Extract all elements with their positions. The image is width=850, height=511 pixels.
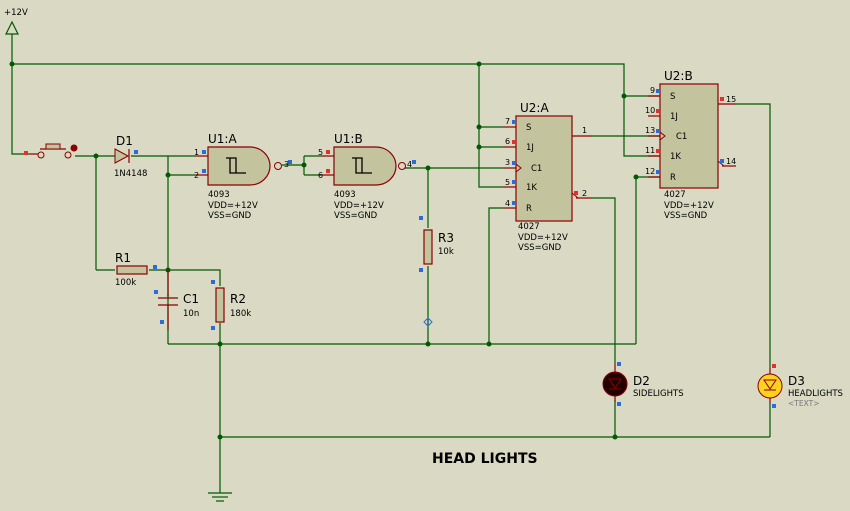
r3-value: 10k (438, 247, 454, 257)
d3-ref: D3 (788, 374, 805, 388)
d1-ref: D1 (116, 134, 133, 148)
u2a-ref: U2:A (520, 101, 549, 115)
u2b-part: 4027 (664, 190, 686, 200)
u1b-ref: U1:B (334, 132, 363, 146)
d3-extra: <TEXT> (788, 399, 819, 408)
u2a-vdd: VDD=+12V (518, 233, 568, 243)
u2b-ref: U2:B (664, 69, 693, 83)
power-label: +12V (4, 8, 28, 18)
capacitor-c1[interactable]: C1 10n (154, 270, 199, 330)
u1b-pin4: 4 (407, 160, 412, 169)
resistor-r3[interactable]: R3 10k (419, 216, 454, 327)
u2b-pin14: 14 (726, 157, 736, 166)
u1b-pin6: 6 (318, 171, 323, 180)
schmitt-nand-u1b[interactable]: 5 6 4 U1:B 4093 VDD=+12V VSS=GND (318, 132, 416, 221)
u2a-pin-c1: C1 (531, 164, 542, 174)
u2a-pin5: 5 (505, 178, 510, 187)
u2a-part: 4027 (518, 222, 540, 232)
jk-flipflop-u2b[interactable]: S 1J C1 1K R 9 10 13 11 12 15 14 U2:B 40… (645, 69, 736, 221)
u2a-pin3: 3 (505, 158, 510, 167)
r2-value: 180k (230, 309, 251, 319)
u2b-vss: VSS=GND (664, 211, 708, 221)
u2a-pin-r: R (526, 204, 532, 214)
u2b-pin15: 15 (726, 95, 736, 104)
u2a-pin2: 2 (582, 189, 587, 198)
u2a-pin4: 4 (505, 199, 510, 208)
d2-value: SIDELIGHTS (633, 389, 684, 399)
d3-value: HEADLIGHTS (788, 389, 843, 399)
u1a-ref: U1:A (208, 132, 237, 146)
resistor-r2[interactable]: R2 180k (211, 280, 251, 330)
u1a-part: 4093 (208, 190, 230, 200)
u2a-pin6: 6 (505, 137, 510, 146)
push-button-switch[interactable] (24, 143, 78, 159)
u1b-pin5: 5 (318, 148, 323, 157)
junctions (9, 61, 639, 440)
u1a-pin3: 3 (284, 160, 289, 169)
u1b-vss: VSS=GND (334, 211, 378, 221)
u1b-vdd: VDD=+12V (334, 201, 384, 211)
u2b-pin-s: S (670, 92, 675, 102)
r1-value: 100k (115, 278, 136, 288)
u2b-pin9: 9 (650, 86, 655, 95)
u2b-pin-c1: C1 (676, 132, 687, 142)
u1a-pin2: 2 (194, 171, 199, 180)
u2a-pin1: 1 (582, 126, 587, 135)
d2-ref: D2 (633, 374, 650, 388)
led-d2-sidelights[interactable]: D2 SIDELIGHTS (602, 362, 684, 406)
u2a-pin7: 7 (505, 117, 510, 126)
r2-ref: R2 (230, 292, 246, 306)
r1-ref: R1 (115, 251, 131, 265)
u2a-pin-s: S (526, 123, 531, 133)
led-d3-headlights[interactable]: D3 HEADLIGHTS <TEXT> (757, 364, 843, 408)
u2a-vss: VSS=GND (518, 243, 562, 253)
u2b-pin10: 10 (645, 106, 655, 115)
c1-value: 10n (183, 309, 199, 319)
schematic-title: HEAD LIGHTS (432, 451, 538, 467)
u1a-vdd: VDD=+12V (208, 201, 258, 211)
u2b-vdd: VDD=+12V (664, 201, 714, 211)
power-terminal-12v[interactable]: +12V (4, 8, 28, 35)
u1b-part: 4093 (334, 190, 356, 200)
u2b-pin13: 13 (645, 126, 655, 135)
u2b-pin12: 12 (645, 167, 655, 176)
d1-value: 1N4148 (114, 169, 147, 179)
u2b-pin-j: 1J (670, 112, 678, 122)
u2b-pin-r: R (670, 173, 676, 183)
u2a-pin-k: 1K (526, 183, 537, 193)
resistor-r1[interactable]: R1 100k (115, 251, 157, 288)
u2a-pin-j: 1J (526, 143, 534, 153)
u1a-pin1: 1 (194, 148, 199, 157)
u1a-vss: VSS=GND (208, 211, 252, 221)
ground-symbol[interactable] (208, 492, 232, 502)
schmitt-nand-u1a[interactable]: 1 2 3 U1:A 4093 VDD=+12V VSS=GND (194, 132, 292, 221)
jk-flipflop-u2a[interactable]: S 1J C1 1K R 7 6 3 5 4 1 2 U2:A 4027 VDD… (504, 101, 592, 253)
diode-d1[interactable]: D1 1N4148 (114, 134, 147, 179)
r3-ref: R3 (438, 231, 454, 245)
u2b-pin-k: 1K (670, 152, 681, 162)
u2b-pin11: 11 (645, 146, 655, 155)
c1-ref: C1 (183, 292, 199, 306)
